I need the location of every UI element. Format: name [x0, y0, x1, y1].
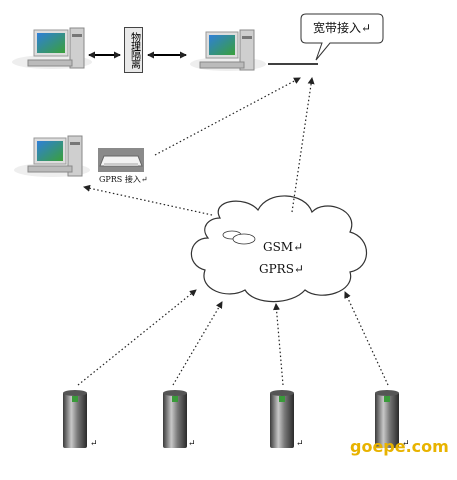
terminal-device-3 — [270, 390, 294, 448]
uplink-cloud-to-broadband — [291, 77, 315, 213]
sensor-4-uplink — [344, 291, 389, 386]
uplink-gprs-to-broadband — [154, 77, 301, 156]
gprs-modem — [98, 148, 144, 172]
broadband-callout — [300, 13, 384, 61]
gprs-label: GPRS↵ — [259, 262, 304, 276]
sensor-2-uplink — [172, 301, 223, 386]
sensor-1-uplink — [77, 289, 197, 386]
return-mark-1: ↵ — [90, 439, 98, 449]
broadband-access-label: 宽带接入↵ — [313, 21, 372, 35]
return-mark-3: ↵ — [296, 439, 304, 449]
computer-workstation-3 — [14, 135, 90, 177]
gprs-access-label: GPRS 接入↵ — [99, 175, 148, 184]
return-mark-4: ↵ — [402, 439, 410, 449]
terminal-device-1 — [63, 390, 87, 448]
gsm-gprs-cloud — [190, 195, 367, 303]
physical-isolation-box: 物理隔离 — [124, 27, 143, 73]
computer-workstation-1 — [12, 27, 92, 69]
watermark-text: goepe.com — [350, 437, 449, 456]
return-mark-2: ↵ — [188, 439, 196, 449]
terminal-device-2 — [163, 390, 187, 448]
link-cloud-to-workstation — [83, 184, 213, 216]
gsm-label: GSM↵ — [263, 240, 304, 254]
sensor-3-uplink — [273, 303, 284, 386]
terminal-device-4 — [375, 390, 399, 448]
computer-server-2 — [190, 29, 266, 71]
